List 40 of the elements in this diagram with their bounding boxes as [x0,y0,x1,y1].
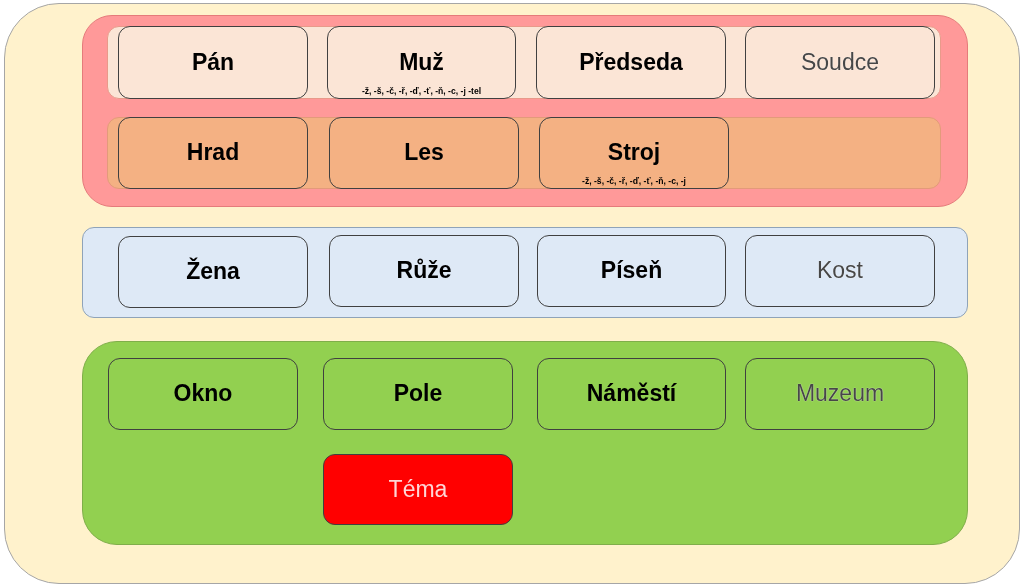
row-panel [107,26,941,99]
group-panel [82,15,968,207]
noun-label: Pán [191,49,235,76]
word-card [118,117,308,189]
noun-label: Les [404,140,444,166]
ending-note: -ž, -š, -č, -ř, -ď, -ť, -ň, -c, -j -tel [361,86,482,96]
row-panel [107,117,941,189]
noun-label: Pole [393,381,443,407]
noun-label: Hrad [186,140,240,166]
word-card [329,235,519,307]
word-card [323,454,513,525]
noun-label: Kost [817,258,863,284]
word-card [745,235,935,307]
noun-label: Muž [399,49,444,76]
background-panel [4,3,1020,584]
noun-label: Růže [396,258,452,284]
group-panel [82,341,968,545]
noun-label: Soudce [801,49,879,76]
word-card [323,358,513,430]
noun-label: Píseň [600,258,663,284]
word-card [539,117,729,189]
word-card [745,358,935,430]
word-card [329,117,519,189]
noun-label: Žena [186,259,240,285]
ending-note: -ž, -š, -č, -ř, -ď, -ť, -ň, -c, -j [582,176,686,186]
word-card [108,358,298,430]
noun-label: Předseda [579,49,683,76]
word-card [118,26,308,99]
word-card [327,26,516,99]
noun-label: Okno [173,381,233,407]
group-panel [82,227,968,318]
word-card [537,358,726,430]
word-card [536,26,726,99]
word-card [118,236,308,308]
noun-label: Muzeum [795,381,885,407]
noun-label: Téma [388,476,448,503]
noun-label: Náměstí [586,381,677,407]
word-card [745,26,935,99]
word-card [537,235,726,307]
noun-label: Stroj [607,140,661,166]
